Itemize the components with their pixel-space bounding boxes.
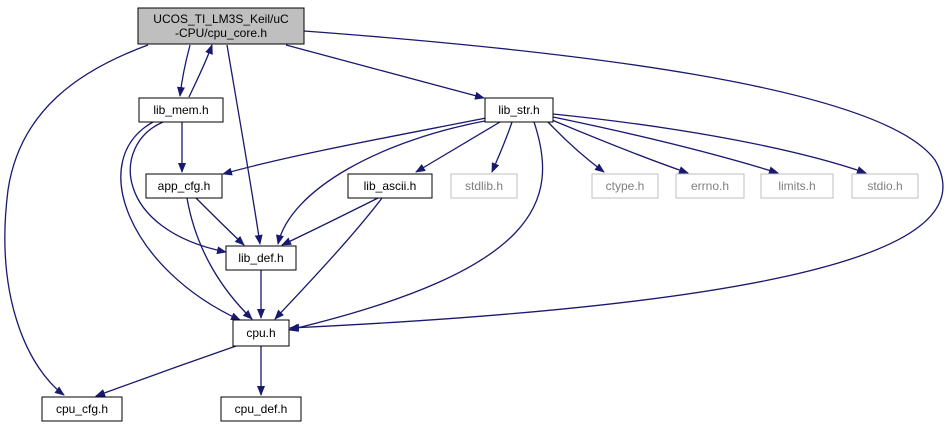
edge-lib_mem-to-lib_def xyxy=(129,121,227,255)
node-box xyxy=(220,396,302,422)
node-label: ctype.h xyxy=(606,179,645,193)
node-label: lib_mem.h xyxy=(153,103,208,117)
edge-lib_str-to-lib_ascii xyxy=(415,121,501,173)
edge-lib_str-to-cpu xyxy=(288,121,544,332)
node-label: stdlib.h xyxy=(465,179,503,193)
node-cpu-cfg[interactable]: cpu_cfg.h xyxy=(41,396,123,422)
edges xyxy=(4,30,944,397)
node-box xyxy=(760,173,834,199)
edge-lib_str-to-stdlib xyxy=(491,121,513,173)
node-root[interactable]: UCOS_TI_LM3S_Keil/uC-CPU/cpu_core.h xyxy=(137,7,305,45)
node-box xyxy=(675,173,745,199)
node-label: lib_str.h xyxy=(498,103,539,117)
node-cpu[interactable]: cpu.h xyxy=(232,319,290,347)
node-label: cpu_cfg.h xyxy=(56,402,108,416)
edge-lib_str-to-app_cfg xyxy=(222,117,487,176)
nodes: UCOS_TI_LM3S_Keil/uC-CPU/cpu_core.h lib_m… xyxy=(41,7,919,422)
edge-lib_str-to-stdio xyxy=(552,113,867,174)
node-box xyxy=(145,173,223,199)
node-label: -CPU/cpu_core.h xyxy=(175,26,267,40)
edge-lib_ascii-to-lib_def xyxy=(281,197,379,246)
edge-lib_str-to-limits xyxy=(552,116,779,175)
node-box xyxy=(137,7,305,45)
node-lib-ascii[interactable]: lib_ascii.h xyxy=(347,173,433,199)
node-label: stdio.h xyxy=(867,179,902,193)
node-lib-str[interactable]: lib_str.h xyxy=(484,97,554,123)
node-stdlib[interactable]: stdlib.h xyxy=(450,173,518,199)
node-lib-def[interactable]: lib_def.h xyxy=(225,245,297,271)
node-stdio[interactable]: stdio.h xyxy=(851,173,919,199)
node-label: cpu_def.h xyxy=(235,402,288,416)
node-limits[interactable]: limits.h xyxy=(760,173,834,199)
node-app-cfg[interactable]: app_cfg.h xyxy=(145,173,223,199)
node-label: cpu.h xyxy=(246,326,275,340)
edge-lib_str-to-ctype xyxy=(547,121,605,173)
edge-lib_str-to-lib_def xyxy=(276,119,491,245)
node-box xyxy=(851,173,919,199)
edge-lib_ascii-to-cpu xyxy=(274,197,383,320)
edge-root-to-lib_def xyxy=(226,44,263,245)
edge-lib_mem-to-root xyxy=(188,44,213,98)
edge-lib_mem-to-cpu xyxy=(120,121,241,321)
edge-lib_str-to-errno xyxy=(551,119,689,174)
node-box xyxy=(450,173,518,199)
node-box xyxy=(591,173,659,199)
edge-root-to-lib_str xyxy=(285,44,485,100)
edge-app_cfg-to-cpu xyxy=(186,197,253,320)
edge-app_cfg-to-lib_def xyxy=(195,197,245,246)
node-box xyxy=(138,97,224,123)
edge-root-to-cpu_cfg xyxy=(4,44,149,396)
node-cpu-def[interactable]: cpu_def.h xyxy=(220,396,302,422)
node-box xyxy=(41,396,123,422)
node-label: limits.h xyxy=(778,179,815,193)
node-box xyxy=(484,97,554,123)
node-box xyxy=(225,245,297,271)
node-lib-mem[interactable]: lib_mem.h xyxy=(138,97,224,123)
node-label: errno.h xyxy=(691,179,729,193)
edge-root-to-cpu xyxy=(289,30,944,332)
node-label: UCOS_TI_LM3S_Keil/uC xyxy=(153,12,289,26)
edge-root-to-lib_mem xyxy=(177,44,191,97)
node-box xyxy=(347,173,433,199)
node-label: lib_ascii.h xyxy=(364,179,417,193)
node-errno[interactable]: errno.h xyxy=(675,173,745,199)
node-label: lib_def.h xyxy=(238,251,283,265)
edge-cpu-to-cpu_cfg xyxy=(95,345,237,397)
node-box xyxy=(232,319,290,347)
node-ctype[interactable]: ctype.h xyxy=(591,173,659,199)
node-label: app_cfg.h xyxy=(158,179,211,193)
